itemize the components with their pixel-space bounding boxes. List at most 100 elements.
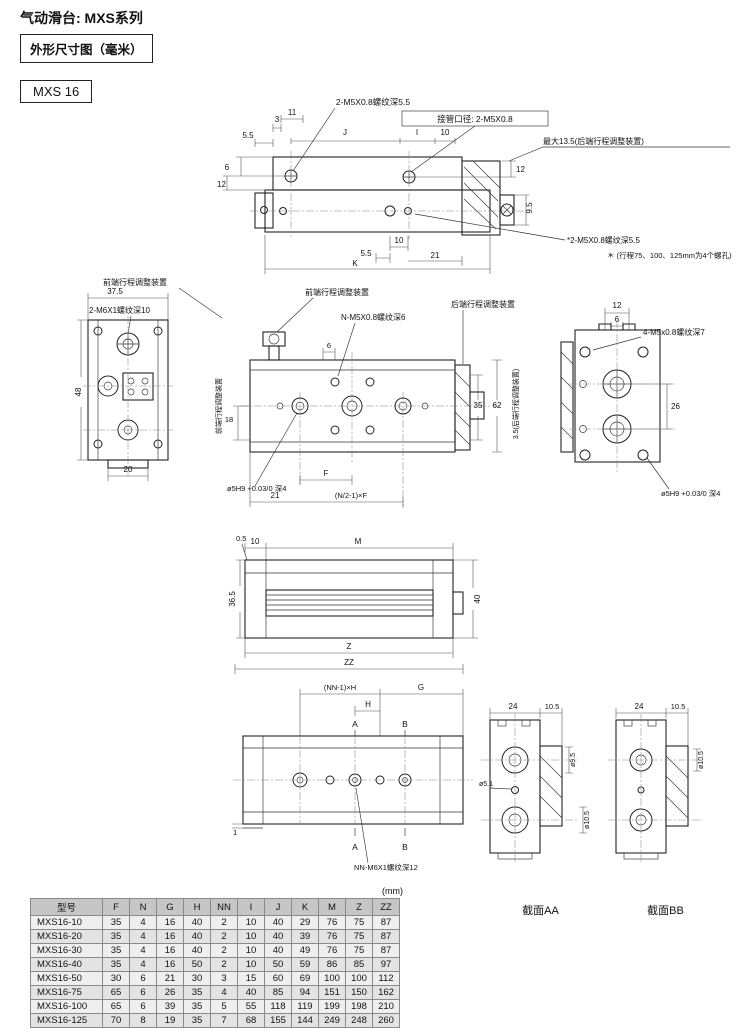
value-cell: 26 [156,985,184,1000]
value-cell: 35 [102,943,130,958]
right-end-view-dimensions: 12 6 26 [604,301,680,430]
value-cell: 3 [210,971,238,986]
col-header: I [237,898,265,916]
value-cell: 5 [210,999,238,1014]
dim-36-5: 36.5 [228,591,237,607]
section-aa-dimensions: 24 10.5 ø5.1 ø9.5 ø10.5 [479,702,591,834]
value-cell: 39 [156,999,184,1014]
value-cell: 4 [129,943,157,958]
value-cell: 65 [102,999,130,1014]
spec-table-head: 型号 F N G H NN I J K M Z ZZ [30,898,400,916]
col-header: N [129,898,157,916]
value-cell: 49 [291,943,319,958]
value-cell: 35 [102,929,130,944]
side-view-labels: 2-M5X0.8螺纹深5.5 接管口径: 2-M5X0.8 最大13.5(后端行… [292,97,732,260]
section-mark-A-bottom: A [352,842,358,852]
dim-6: 6 [327,341,331,350]
value-cell: 249 [318,1013,346,1028]
value-cell: 35 [183,985,211,1000]
dim-10: 10 [251,537,260,546]
dim-10-5: 10.5 [671,702,686,711]
left-end-view-drawing: 前端行程调整装置 37.5 2-M6X1螺纹深10 48 20 [75,277,223,481]
value-cell: 85 [345,957,373,972]
value-cell: 40 [264,915,292,930]
dim-5-5-top: 5.5 [242,131,254,140]
dia-10-5: ø10.5 [584,811,591,829]
value-cell: 35 [102,915,130,930]
dim-6: 6 [615,315,620,324]
dim-24: 24 [635,702,644,711]
value-cell: 40 [264,929,292,944]
value-cell: 76 [318,915,346,930]
value-cell: 85 [264,985,292,1000]
bottom-view-drawing: (NN-1)×H G H A B 1 A B NN-M6X1螺纹深12 [232,683,473,872]
plan-view-drawing: 前端行程调整装置 N-M5X0.8螺纹深6 后端行程调整装置 前端行程调整装置 … [214,287,520,508]
col-header: H [183,898,211,916]
dim-12-left: 12 [217,180,226,189]
left-end-view-dimensions: 48 20 [75,319,149,481]
model-cell: MXS16-30 [30,943,103,958]
col-header: NN [210,898,238,916]
value-cell: 248 [345,1013,373,1028]
dia-5-1: ø5.1 [479,781,493,788]
dim-10-5: 10.5 [545,702,560,711]
value-cell: 2 [210,915,238,930]
value-cell: 87 [372,943,400,958]
value-cell: 75 [345,943,373,958]
value-cell: 150 [345,985,373,1000]
value-cell: 97 [372,957,400,972]
value-cell: 6 [129,999,157,1014]
value-cell: 40 [237,985,265,1000]
value-cell: 39 [291,929,319,944]
hole-count-note: ＊ (行程75、100、125mm为4个螺孔) [607,250,732,260]
side-view-drawing: 3 11 5.5 J I 10 6 12 12 9.5 10 5.5 21 K … [217,97,732,274]
side-view-dimensions: 3 11 5.5 J I 10 6 12 12 9.5 10 5.5 21 K [217,108,534,274]
front-adjuster-label: 前端行程调整装置 [103,277,167,287]
plan-view-dimensions: 6 18 35 62 F 21 (N/2-1)×F [225,341,502,507]
value-cell: 16 [156,915,184,930]
value-cell: 7 [210,1013,238,1028]
front-adjuster-label: 前端行程调整装置 [305,287,369,297]
value-cell: 40 [183,915,211,930]
dim-3: 3 [275,115,280,124]
thread-top-label: 2-M5X0.8螺纹深5.5 [336,97,410,107]
value-cell: 40 [264,943,292,958]
dim-21: 21 [271,491,280,500]
value-cell: 59 [291,957,319,972]
hole-spec-label: ø5H9 +0.03/0 深4 [661,489,720,498]
value-cell: 155 [264,1013,292,1028]
value-cell: 118 [264,999,292,1014]
value-cell: 76 [318,943,346,958]
right-end-view-labels: 4-M5x0.8螺纹深7 ø5H9 +0.03/0 深4 [592,327,720,498]
value-cell: 40 [183,929,211,944]
left-end-view-outline [83,316,173,476]
subtitle-box: 外形尺寸图（毫米） [20,34,153,63]
value-cell: 4 [129,915,157,930]
body-profile-dimensions: 0.5 10 M 36.5 40 Z ZZ [228,534,482,674]
col-header: J [264,898,292,916]
value-cell: 30 [183,971,211,986]
value-cell: 210 [372,999,400,1014]
dim-48: 48 [75,387,83,396]
value-cell: 4 [129,929,157,944]
col-header: Z [345,898,373,916]
thread-label: NN-M6X1螺纹深12 [354,862,418,872]
bottom-view-outline [233,735,473,829]
section-mark-B-bottom: B [402,842,408,852]
dim-24: 24 [509,702,518,711]
value-cell: 6 [129,971,157,986]
value-cell: 260 [372,1013,400,1028]
value-cell: 10 [237,915,265,930]
thread-label: 4-M5x0.8螺纹深7 [643,327,705,337]
dim-J: J [343,128,347,137]
value-cell: 70 [102,1013,130,1028]
dim-62: 62 [493,401,502,410]
dim-formula: (N/2-1)×F [335,491,368,500]
col-header: G [156,898,184,916]
section-aa-caption: 截面AA [522,905,559,917]
side-view-outline [250,151,525,239]
dim-40: 40 [473,594,482,603]
